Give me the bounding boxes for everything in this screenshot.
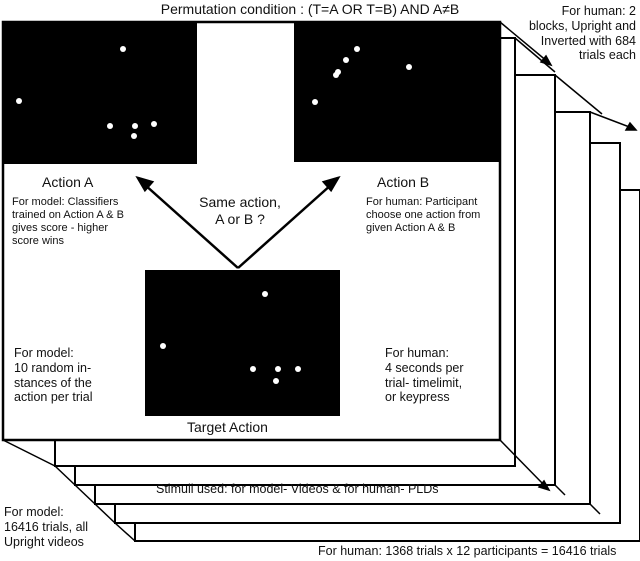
action-a-dots [16,46,157,139]
model-instances-note: For model: 10 random in- stances of the … [14,346,93,405]
choice-arrows [135,175,341,269]
target-action-dots [160,291,301,384]
action-b-panel [294,23,500,162]
light-dot [160,343,166,349]
action-a-note: For model: Classifiers trained on Action… [12,196,124,247]
light-dot [354,46,360,52]
human-trials-note: For human: 1368 trials x 12 participants… [318,544,617,558]
target-action-label: Target Action [187,419,268,435]
target-action-panel [145,270,340,416]
arrow-b-head [321,175,341,193]
action-b-dots [312,46,412,105]
choice-question: Same action, A or B ? [199,194,281,227]
action-a-label: Action A [42,174,94,190]
light-dot [131,133,137,139]
light-dot [16,98,22,104]
action-b-label: Action B [377,174,430,190]
stimuli-note: Stimuli used: for model- Videos & for hu… [156,482,439,496]
light-dot [343,57,349,63]
top-right-note: For human: 2 blocks, Upright and Inverte… [528,4,636,63]
action-b-note: For human: Participant choose one action… [366,196,481,234]
light-dot [132,123,138,129]
light-dot [107,123,113,129]
light-dot [406,64,412,70]
light-dot [262,291,268,297]
action-a-panel [4,23,197,164]
arrow-head [537,479,551,492]
light-dot [333,72,339,78]
diagram-title: Permutation condition : (T=A OR T=B) AND… [160,1,460,17]
human-timelimit-note: For human: 4 seconds per trial- timelimi… [385,346,464,405]
light-dot [120,46,126,52]
model-trials-note: For model: 16416 trials, all Upright vid… [4,505,89,549]
arrow-head [624,121,638,131]
light-dot [151,121,157,127]
arrow-a-head [135,175,155,193]
light-dot [273,378,279,384]
light-dot [250,366,256,372]
stack-arrows-top [499,21,638,131]
stack-arrows-bottom [2,439,601,542]
light-dot [295,366,301,372]
light-dot [275,366,281,372]
light-dot [312,99,318,105]
